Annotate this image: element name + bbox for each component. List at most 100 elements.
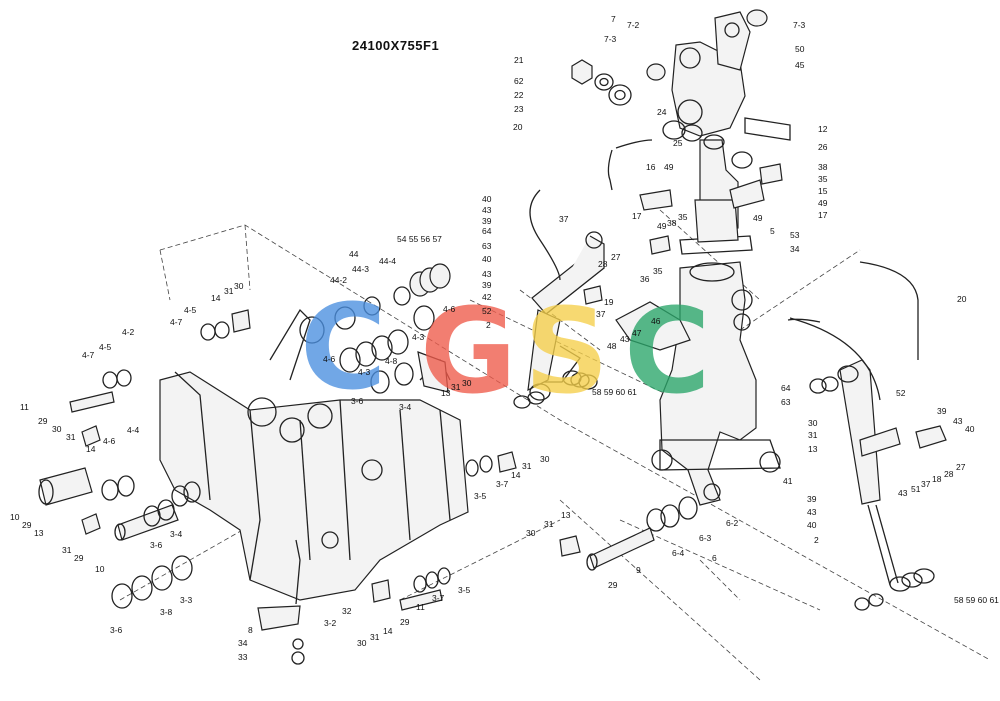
part-callout: 44 [349,249,359,259]
part-callout: 21 [514,55,524,65]
part-callout: 23 [514,104,524,114]
part-callout: 16 [646,162,656,172]
part-callout: 29 [608,580,618,590]
part-callout: 3-4 [399,402,412,412]
part-callout: 7 [611,14,616,24]
part-callout: 6-2 [726,518,739,528]
part-callout: 30 [52,424,62,434]
part-callout: 34 [238,638,248,648]
part-callout: 11 [20,402,29,412]
part-callout: 49 [657,221,667,231]
part-callout: 24 [657,107,667,117]
part-callout: 35 [818,174,828,184]
part-callout: 31 [62,545,72,555]
part-callout: 30 [540,454,550,464]
part-callout: 25 [673,138,683,148]
part-callout: 29 [38,416,48,426]
part-callout: 27 [611,252,621,262]
part-callout: 13 [441,388,451,398]
part-callout: 40 [965,424,975,434]
part-callout: 11 [416,602,425,612]
part-callout: 3-5 [458,585,471,595]
part-callout: 7-2 [627,20,640,30]
part-callout: 64 [781,383,791,393]
part-callout: 40 [807,520,817,530]
part-callout: 31 [808,430,818,440]
part-callout: 3-7 [432,593,445,603]
drawing-number: 24100X755F1 [352,38,440,53]
part-callout: 31 [522,461,532,471]
part-callout: 43 [620,334,630,344]
part-callout: 8 [248,625,253,635]
part-callout: 38 [818,162,828,172]
part-callout: 42 [482,292,492,302]
part-callout: 22 [514,90,524,100]
part-callout: 48 [607,341,617,351]
part-callout: 5 [770,226,775,236]
part-callout: 43 [482,205,492,215]
part-callout: 31 [224,286,234,296]
part-callout: 52 [482,306,492,316]
part-callout: 17 [818,210,828,220]
part-callout: 43 [898,488,908,498]
part-callout: 3-4 [170,529,183,539]
part-callout: 39 [937,406,947,416]
part-callout: 33 [238,652,248,662]
part-callout: 10 [10,512,20,522]
part-callout: 40 [482,254,492,264]
hoses [529,139,919,401]
part-callout: 4-7 [170,317,183,327]
part-callout: 62 [514,76,524,86]
part-callout: 30 [808,418,818,428]
part-callout: 52 [896,388,906,398]
part-callout: 14 [511,470,521,480]
part-callout: 44-3 [352,264,369,274]
part-callout: 26 [818,142,828,152]
part-callout: 6-3 [699,533,712,543]
part-callout: 31 [451,382,461,392]
part-callout: 45 [795,60,805,70]
part-callout: 9 [636,565,641,575]
part-callout: 3-2 [324,618,337,628]
cylinder-centre [527,231,605,401]
part-callout: 30 [462,378,472,388]
part-callout: 30 [357,638,367,648]
watermark-letter: G [420,282,517,420]
part-callout: 53 [790,230,800,240]
part-callout: 4-4 [127,425,140,435]
part-callout: 34 [790,244,800,254]
part-callout: 29 [74,553,84,563]
part-callout: 64 [482,226,492,236]
cylinder-right [809,359,935,611]
swing-post [679,134,753,255]
bushings-centre [299,263,698,593]
part-callout: 58 59 60 61 [592,387,637,397]
part-callout: 14 [211,293,221,303]
part-callout: 13 [561,510,571,520]
part-callout: 29 [22,520,32,530]
part-callout: 7-3 [793,20,806,30]
part-callout: 29 [400,617,410,627]
part-callout: 3-7 [496,479,509,489]
part-callout: 4-5 [99,342,112,352]
part-callout: 41 [783,476,793,486]
part-callout: 3-6 [351,396,364,406]
part-callout: 3-5 [474,491,487,501]
part-callout: 3-6 [150,540,163,550]
part-callout: 6 [712,553,717,563]
small-brackets [583,163,947,457]
part-callout: 43 [482,269,492,279]
pins-left [38,309,655,611]
part-callout: 44-4 [379,256,396,266]
part-callout: 27 [956,462,966,472]
part-callout: 50 [795,44,805,54]
part-callout: 31 [544,519,554,529]
part-callout: 49 [664,162,674,172]
part-callout: 30 [526,528,536,538]
part-callout: 46 [651,316,661,326]
part-callout: 35 [678,212,688,222]
part-callout: 2 [486,320,491,330]
part-callout: 17 [632,211,642,221]
